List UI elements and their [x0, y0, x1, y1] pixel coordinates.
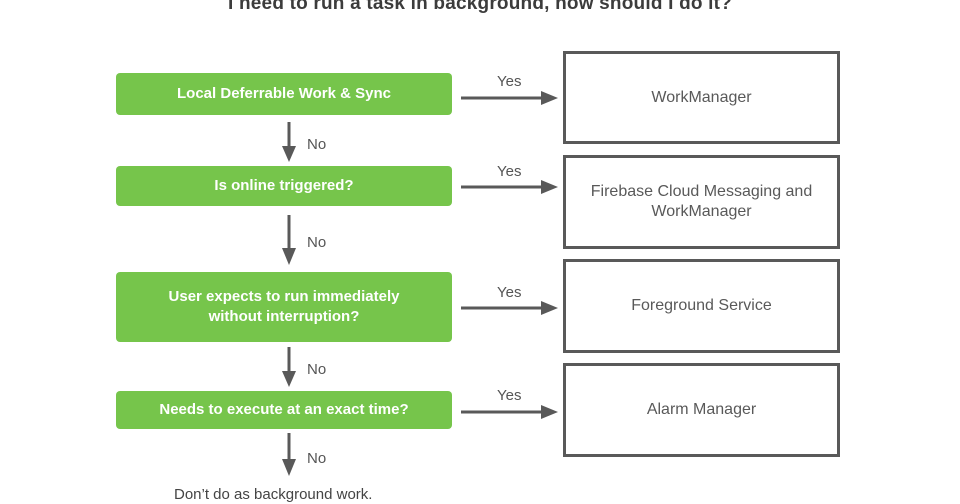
- answer-box-firebase-workmanager: Firebase Cloud Messaging and WorkManager: [563, 155, 840, 249]
- answer-box-foreground-service: Foreground Service: [563, 259, 840, 353]
- answer-label: Foreground Service: [631, 297, 772, 314]
- answer-box-workmanager: WorkManager: [563, 51, 840, 144]
- answer-box-alarm-manager: Alarm Manager: [563, 363, 840, 457]
- yes-label: Yes: [497, 73, 522, 90]
- arrowhead-icon: [282, 459, 296, 476]
- arrowhead-icon: [282, 248, 296, 265]
- question-box-local-deferrable: Local Deferrable Work & Sync: [116, 73, 452, 115]
- no-label: No: [307, 450, 327, 467]
- question-label: Local Deferrable Work & Sync: [177, 85, 391, 102]
- diagram-title: I need to run a task in background, how …: [228, 0, 732, 14]
- answer-label: Firebase Cloud Messaging and WorkManager: [590, 183, 813, 220]
- yes-label: Yes: [497, 284, 522, 301]
- no-label: No: [307, 234, 327, 251]
- question-label: Needs to execute at an exact time?: [159, 401, 409, 418]
- no-label: No: [307, 361, 327, 378]
- yes-label: Yes: [497, 387, 522, 404]
- arrowhead-icon: [282, 371, 296, 387]
- question-label: Is online triggered?: [214, 177, 354, 194]
- arrowhead-icon: [541, 301, 558, 315]
- answer-label: WorkManager: [651, 88, 752, 106]
- fallback-text: Don’t do as background work.: [174, 486, 373, 503]
- arrowhead-icon: [541, 180, 558, 194]
- arrowhead-icon: [541, 91, 558, 105]
- question-box-exact-time: Needs to execute at an exact time?: [116, 391, 452, 429]
- question-label: User expects to run immediately without …: [168, 288, 400, 325]
- question-box-online-triggered: Is online triggered?: [116, 166, 452, 206]
- answer-label: Alarm Manager: [646, 401, 757, 418]
- arrowhead-icon: [541, 405, 558, 419]
- yes-label: Yes: [497, 163, 522, 180]
- question-box-run-immediately: User expects to run immediately without …: [116, 272, 452, 342]
- arrowhead-icon: [282, 146, 296, 162]
- no-label: No: [307, 136, 327, 153]
